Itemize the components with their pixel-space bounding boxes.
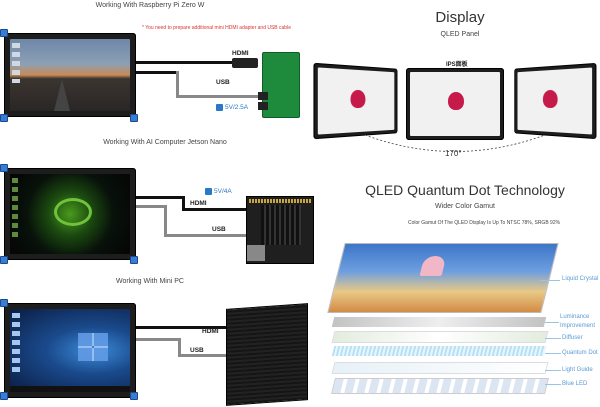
jetson-usb-label: USB xyxy=(212,226,226,233)
jetson-hdmi-cable-2 xyxy=(182,196,185,210)
jetson-usb-cable xyxy=(136,205,166,208)
jetson-nano-board xyxy=(246,196,314,264)
layer-quantum-dot xyxy=(331,346,547,356)
pi-hdmi-adapter xyxy=(232,58,258,68)
minipc-mount-tab-br xyxy=(130,392,138,400)
leader-line xyxy=(545,384,561,385)
layer-luminance xyxy=(331,317,547,327)
viewing-angle-arc xyxy=(364,134,546,152)
pi-hdmi-cable xyxy=(136,61,232,64)
display-subtitle: QLED Panel xyxy=(440,31,480,38)
raspberry-logo-icon xyxy=(542,89,558,109)
layer-blue-led xyxy=(331,378,549,394)
minipc-hdmi-label: HDMI xyxy=(202,328,219,335)
angle-monitor-center xyxy=(406,68,504,140)
minipc-hdmi-cable xyxy=(136,326,230,329)
minipc-usb-label: USB xyxy=(190,347,204,354)
pi-screen xyxy=(10,39,130,111)
layer-diffuser xyxy=(331,331,549,343)
jetson-heatsink xyxy=(261,205,301,245)
pi-hdmi-label: HDMI xyxy=(232,50,249,57)
ips-panel-label: IPS面板 xyxy=(446,62,468,68)
pi-power-plug xyxy=(258,102,268,110)
minipc-section-title: Working With Mini PC xyxy=(116,278,184,285)
angle-monitor-left xyxy=(313,62,398,140)
angle-screen-center xyxy=(410,72,500,136)
pi-usb-plug xyxy=(258,92,268,100)
layer-label-light-guide: Light Guide xyxy=(562,367,593,373)
pi-power-icon xyxy=(216,104,223,111)
layer-label-liquid-crystal: Liquid Crystal xyxy=(562,276,599,282)
display-heading: Display xyxy=(435,9,485,26)
mini-pc-box xyxy=(226,303,308,406)
jetson-usb-cable-3 xyxy=(164,234,246,237)
pi-usb-cable-2 xyxy=(176,71,179,97)
minipc-desktop-icons xyxy=(12,313,20,373)
jetson-usb-ports xyxy=(247,245,265,261)
jetson-section-title: Working With AI Computer Jetson Nano xyxy=(103,139,227,146)
jetson-mount-tab-tl xyxy=(0,164,8,172)
qled-subtitle: Wider Color Gamut xyxy=(435,203,495,210)
layer-label-diffuser: Diffuser xyxy=(562,335,583,341)
angle-monitor-right xyxy=(514,62,597,140)
leader-line xyxy=(545,353,561,354)
pi-mount-tab-tl xyxy=(0,29,8,37)
raspberry-pi-zero-board xyxy=(262,52,300,118)
leader-line xyxy=(540,280,560,281)
angle-arc-path xyxy=(364,134,546,152)
jetson-power-icon xyxy=(205,188,212,195)
layer-label-luminance: Luminance Improvement xyxy=(560,314,596,329)
jetson-screen xyxy=(10,174,130,254)
jetson-mount-tab-bl xyxy=(0,256,8,264)
minipc-mount-tab-tl xyxy=(0,299,8,307)
viewing-angle-label: 170° xyxy=(445,149,462,158)
minipc-screen xyxy=(10,309,130,392)
jetson-usb-cable-2 xyxy=(164,205,167,235)
layer-liquid-crystal xyxy=(327,243,559,313)
leader-line xyxy=(545,322,559,323)
jetson-gpio-header xyxy=(249,199,311,203)
jetson-nvidia-eye xyxy=(54,198,92,226)
pi-monitor xyxy=(4,33,136,117)
raspberry-logo-icon xyxy=(448,92,464,110)
windows-logo-icon xyxy=(78,333,108,361)
pi-power-label: 5V/2.5A xyxy=(225,104,249,111)
angle-screen-left xyxy=(317,67,395,135)
color-gamut-text: Color Gamut Of The QLED Display Is Up To… xyxy=(407,220,561,226)
minipc-usb-cable-2 xyxy=(178,338,181,356)
jetson-mount-tab-br xyxy=(130,256,138,264)
layer-label-quantum-dot: Quantum Dot xyxy=(562,350,598,356)
pi-desktop-icons xyxy=(12,43,20,83)
jetson-hdmi-cable-3 xyxy=(182,208,248,211)
lotus-flower xyxy=(419,256,447,276)
pi-mount-tab-br xyxy=(130,114,138,122)
jetson-power-label: 5V/4A xyxy=(214,188,232,195)
layer-light-guide xyxy=(331,362,549,374)
leader-line xyxy=(545,338,561,339)
leader-line xyxy=(545,370,561,371)
jetson-monitor xyxy=(4,168,136,260)
pi-road xyxy=(54,79,70,111)
layer-label-blue-led: Blue LED xyxy=(562,381,588,387)
qled-heading: QLED Quantum Dot Technology xyxy=(365,182,565,198)
pi-usb-cable xyxy=(136,71,176,74)
angle-screen-right xyxy=(517,67,593,135)
jetson-hdmi-cable xyxy=(136,196,184,199)
minipc-monitor xyxy=(4,303,136,398)
raspberry-logo-icon xyxy=(350,89,366,109)
minipc-usb-cable-3 xyxy=(178,354,230,357)
jetson-hdmi-label: HDMI xyxy=(190,200,207,207)
minipc-mount-tab-bl xyxy=(0,392,8,400)
jetson-desktop-icons xyxy=(12,178,18,238)
pi-usb-cable-3 xyxy=(176,95,266,98)
minipc-usb-cable xyxy=(136,338,180,341)
minipc-taskbar xyxy=(10,386,130,392)
pi-section-title: Working With Raspberry Pi Zero W xyxy=(95,2,205,9)
pi-note: * You need to prepare additional mini HD… xyxy=(142,25,291,31)
pi-mount-tab-bl xyxy=(0,114,8,122)
pi-usb-label: USB xyxy=(216,79,230,86)
